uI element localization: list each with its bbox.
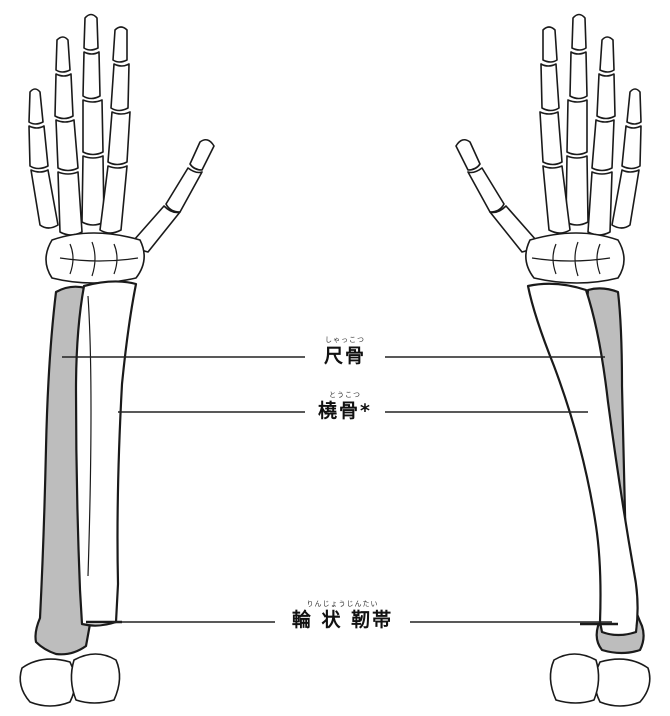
annular-ligament-text: 輪 状 靭帯 [275,609,410,631]
radius-label: とうこつ 橈骨* [305,391,385,422]
ulna-furigana: しゃっこつ [305,336,385,345]
annular-ligament-label: りんじょうじんたい 輪 状 靭帯 [275,600,410,631]
ulna-text: 尺骨 [305,345,385,367]
left-hand [29,15,214,284]
right-arm [456,15,650,707]
left-radius [76,281,136,625]
ulna-label: しゃっこつ 尺骨 [305,336,385,367]
radius-furigana: とうこつ [305,391,385,400]
left-arm [20,15,214,707]
annular-ligament-furigana: りんじょうじんたい [275,600,410,609]
right-hand [456,15,641,284]
radius-text: 橈骨* [305,400,385,422]
